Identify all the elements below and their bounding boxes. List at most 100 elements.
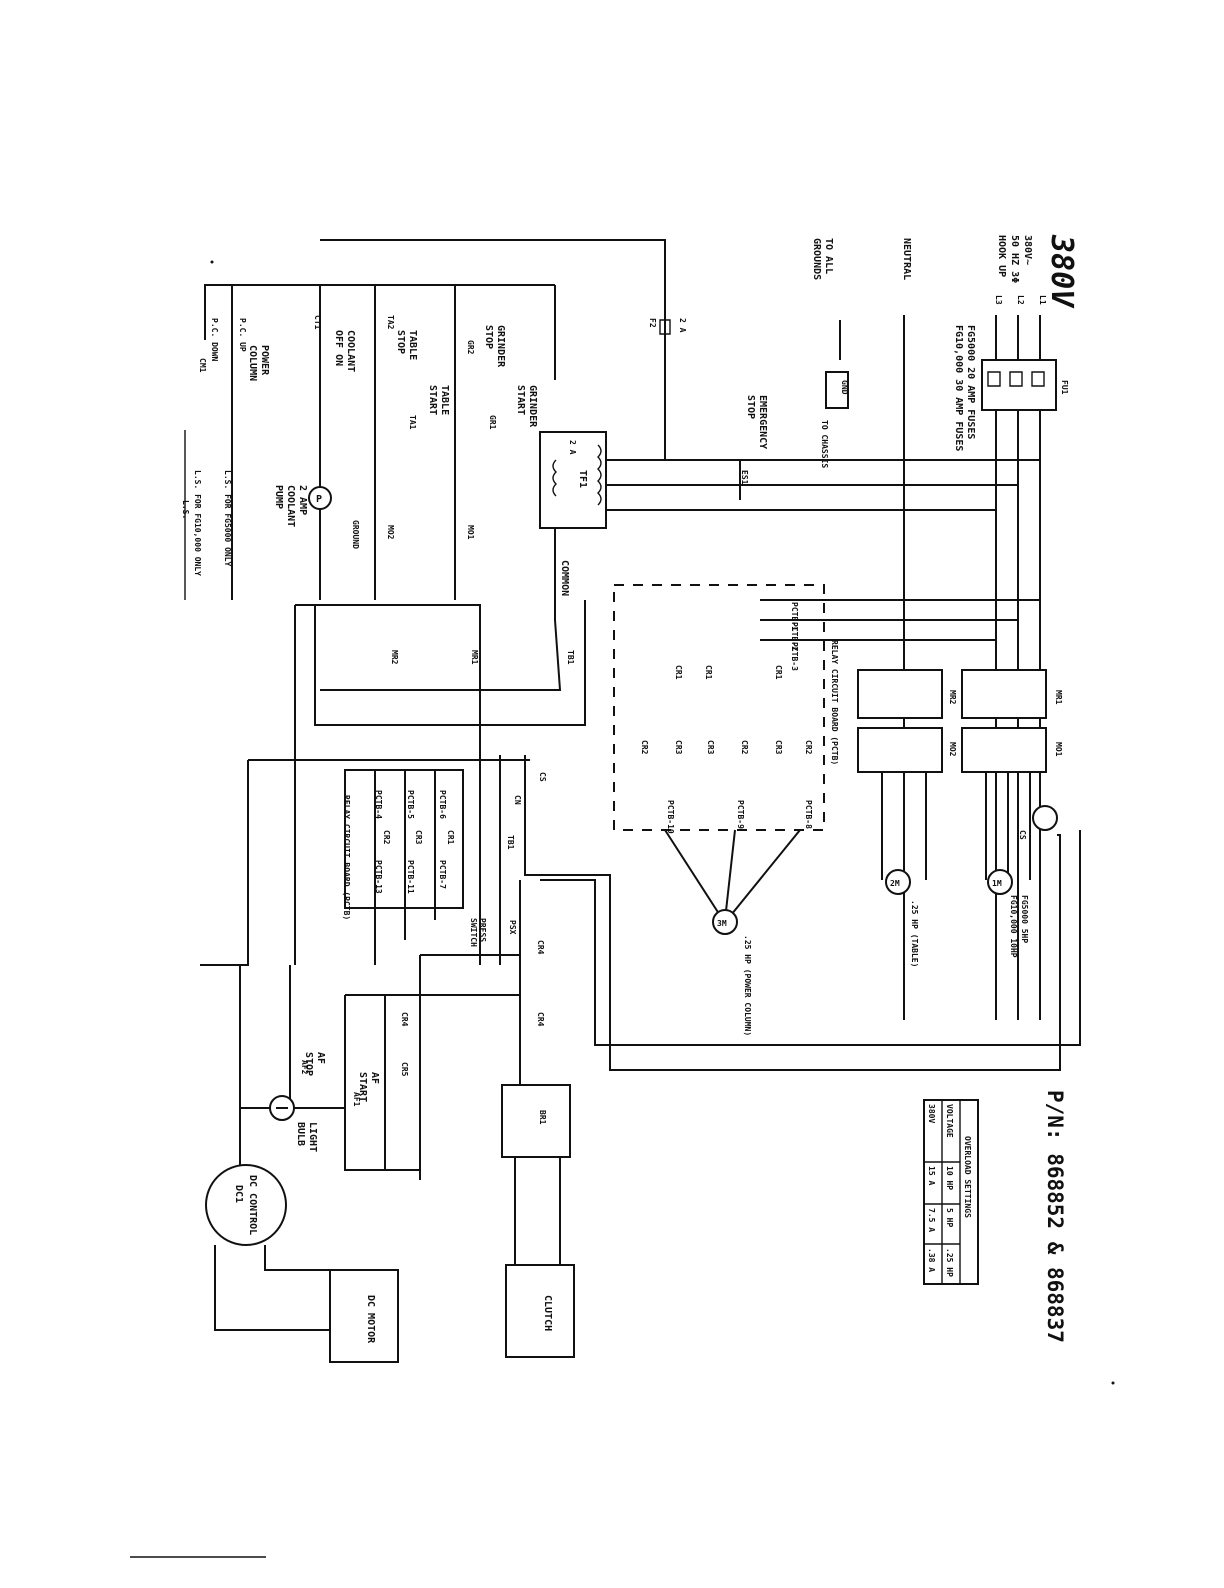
coolant-pump-symbol (308, 486, 332, 510)
rectifier-br1 (501, 1084, 571, 1158)
mo2-aux-label: MO2 (386, 525, 395, 540)
cr2-label-b: CR2 (740, 740, 749, 755)
part-number: P/N: 868852 & 868837 (1043, 1090, 1067, 1343)
overload-mo1 (961, 727, 1047, 773)
to-all-grounds-2: GROUNDS (811, 238, 822, 280)
coolant-label-1: COOLANT (345, 330, 356, 372)
tf1-fuse-label: 2 A (568, 440, 577, 455)
fu2-label: 2 A (678, 318, 687, 333)
af-stop-1: AF (315, 1052, 326, 1064)
tb1-label-2: TB1 (506, 835, 515, 850)
coolant-ground-label: GROUND (351, 520, 360, 549)
motor-1m-label: 1M (992, 879, 1002, 888)
mo1-aux-label: MO1 (466, 525, 475, 540)
cr1-label-c: CR1 (674, 665, 683, 680)
gr2-label: GR2 (466, 340, 475, 355)
to-all-grounds-1: TO ALL (823, 238, 834, 274)
pump-symbol-label: P (316, 494, 322, 505)
relay-board-2-label: RELAY CIRCUIT BOARD (PCTB) (342, 795, 351, 920)
psx-note-1: PRESS (478, 918, 487, 942)
dc-control-2: DC1 (233, 1185, 244, 1203)
overload-header-25hp: .25 HP (945, 1248, 954, 1277)
table-start-2: START (427, 385, 438, 415)
cr4-label-b: CR4 (536, 1012, 545, 1027)
motor-2m (885, 869, 911, 895)
ta2-label: TA2 (386, 315, 395, 330)
grinder-start-1: GRINDER (527, 385, 538, 428)
cr1-relay2-label: CR1 (446, 830, 455, 845)
cr2-label-a: CR2 (804, 740, 813, 755)
line-label-l3: L3 (994, 295, 1003, 305)
overload-cell-25hp: .38 A (927, 1248, 936, 1272)
supply-line-3: HOOK UP (996, 235, 1007, 277)
psx-label: PSX (508, 920, 517, 935)
dc-control-1: DC CONTROL (247, 1175, 258, 1235)
motor-3m-note: .25 HP (POWER COLUMN) (743, 935, 752, 1036)
overload-header-10hp: 10 HP (945, 1166, 954, 1190)
cr3-label-a: CR3 (774, 740, 783, 755)
pctb-9-label: PCTB-9 (736, 800, 745, 829)
coolant-pump-1: 2 AMP (297, 485, 308, 515)
pctb-6-label: PCTB-6 (438, 790, 447, 819)
coolant-label-2: OFF ON (333, 330, 344, 366)
cs-label-power: CS (1018, 830, 1027, 840)
pc-down-label: P.C. DOWN (210, 318, 219, 362)
overload-cell-voltage: 380V (927, 1104, 936, 1123)
overload-cell-10hp: 15 A (927, 1166, 936, 1185)
overload-header-5hp: 5 HP (945, 1208, 954, 1227)
mo1-label: MO1 (1054, 742, 1063, 757)
voltage-note: 380V (1044, 234, 1079, 309)
line-label-l1: L1 (1038, 295, 1047, 305)
pctb-13-label: PCTB-13 (374, 860, 383, 894)
af1-label: AF1 (352, 1092, 361, 1107)
cs-label: CS (538, 772, 547, 782)
limit-fg5000-label: L.S. FOR FG5000 ONLY (223, 470, 232, 567)
tb1-label: TB1 (566, 650, 575, 665)
cr5-label: CR5 (400, 1062, 409, 1077)
cr3-label-b: CR3 (706, 740, 715, 755)
to-chassis-label: TO CHASSIS (820, 420, 829, 468)
cr1-label-a: CR1 (774, 665, 783, 680)
gnd-label: GND (840, 380, 849, 395)
ct1-label: CT1 (313, 315, 322, 330)
tf1-label: TF1 (577, 470, 588, 488)
ta1-label: TA1 (408, 415, 417, 430)
mr2-label: MR2 (948, 690, 957, 705)
cr3-label-c: CR3 (674, 740, 683, 755)
relay-board-pctb-upper (613, 584, 825, 831)
grinder-stop-2: STOP (483, 325, 494, 349)
cs-sensor (1032, 805, 1058, 831)
pctb-8-label: PCTB-8 (804, 800, 813, 829)
table-start-1: TABLE (439, 385, 450, 415)
af2-label: AF2 (300, 1060, 309, 1075)
cr3-relay2-label: CR3 (414, 830, 423, 845)
common-label: COMMON (559, 560, 570, 596)
overload-header-voltage: VOLTAGE (945, 1104, 954, 1138)
fuse-note-2: FG10,000 30 AMP FUSES (953, 325, 964, 451)
overload-title: OVERLOAD SETTINGS (963, 1136, 972, 1218)
motor-1m-note-2: FG10,000 10HP (1009, 895, 1018, 958)
power-column-2: COLUMN (247, 345, 258, 381)
fuse-block-fu1 (981, 359, 1057, 411)
gnd-box (825, 371, 849, 409)
mr2-coil-label: MR2 (390, 650, 399, 665)
contactor-mr2 (857, 669, 943, 719)
table-stop-2: STOP (395, 330, 406, 354)
motor-2m-note: .25 HP (TABLE) (910, 900, 919, 967)
emergency-stop-1: EMERGENCY (757, 395, 768, 449)
limit-fg10000-label: L.S. FOR FG10,000 ONLY (193, 470, 202, 576)
fu1-label: FU1 (1060, 380, 1069, 395)
af-start-1: AF (369, 1072, 380, 1084)
pctb-10-label: PCTB-10 (666, 800, 675, 834)
pc-up-label: P.C. UP (238, 318, 247, 352)
pctb-2-label: PCTB-2 (790, 622, 799, 651)
fuse-note-1: FG5000 20 AMP FUSES (965, 325, 976, 439)
dc-motor-box (329, 1269, 399, 1363)
line-label-l2: L2 (1016, 295, 1025, 305)
dc-control (205, 1164, 287, 1246)
overload-settings-table: OVERLOAD SETTINGS VOLTAGE 10 HP 5 HP .25… (923, 1099, 979, 1285)
mo2-label: MO2 (948, 742, 957, 757)
neutral-label: NEUTRAL (901, 238, 912, 280)
